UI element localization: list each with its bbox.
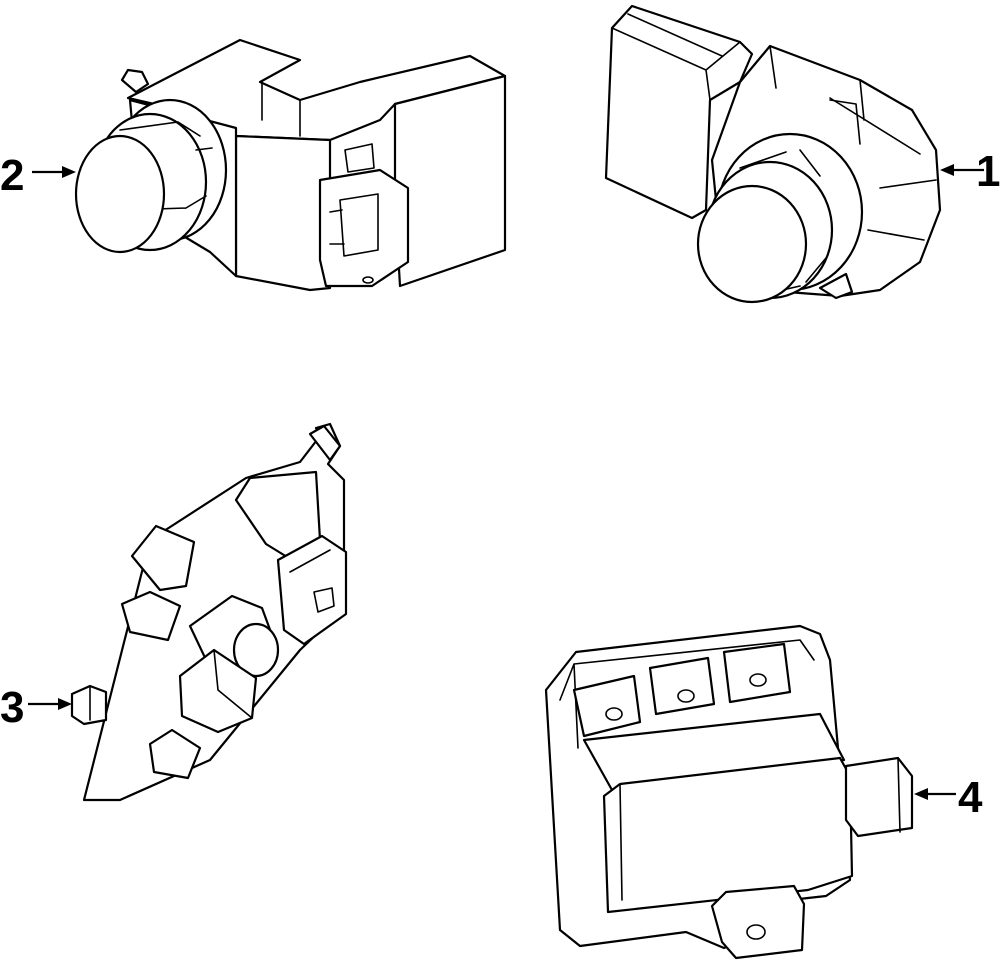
- part-4-module-drawing: [544, 624, 914, 960]
- callout-3: 3: [0, 683, 72, 732]
- callout-4: 4: [914, 773, 983, 822]
- callout-3-number: 3: [0, 683, 24, 732]
- callout-1-number: 1: [976, 147, 1000, 196]
- callout-4-arrowhead-icon: [914, 788, 928, 800]
- callout-2-number: 2: [0, 151, 24, 200]
- part-1-sensor-drawing: [604, 4, 942, 304]
- callout-2: 2: [0, 151, 76, 200]
- callout-4-number: 4: [958, 773, 983, 822]
- part-2-sensor-drawing: [74, 38, 507, 292]
- callout-1-arrowhead-icon: [940, 164, 954, 176]
- callout-1: 1: [940, 147, 1000, 196]
- callout-2-arrowhead-icon: [62, 166, 76, 178]
- callout-3-arrowhead-icon: [58, 698, 72, 710]
- part-3-bracket-drawing: [70, 422, 348, 802]
